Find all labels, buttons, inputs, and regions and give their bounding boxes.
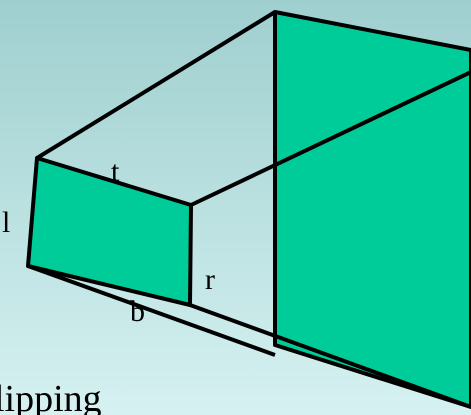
far-plane-face <box>273 10 471 409</box>
caption: lipping <box>0 378 102 415</box>
frustum-edge-bottom-right <box>189 303 471 409</box>
label-bottom: b <box>130 295 145 328</box>
label-left: l <box>2 206 10 239</box>
frustum-edge-top-left <box>35 10 277 160</box>
frustum-edge-bottom-left <box>27 264 276 357</box>
label-top: t <box>111 155 120 188</box>
frustum-edge-top-right <box>190 70 471 207</box>
label-right: r <box>205 263 215 296</box>
